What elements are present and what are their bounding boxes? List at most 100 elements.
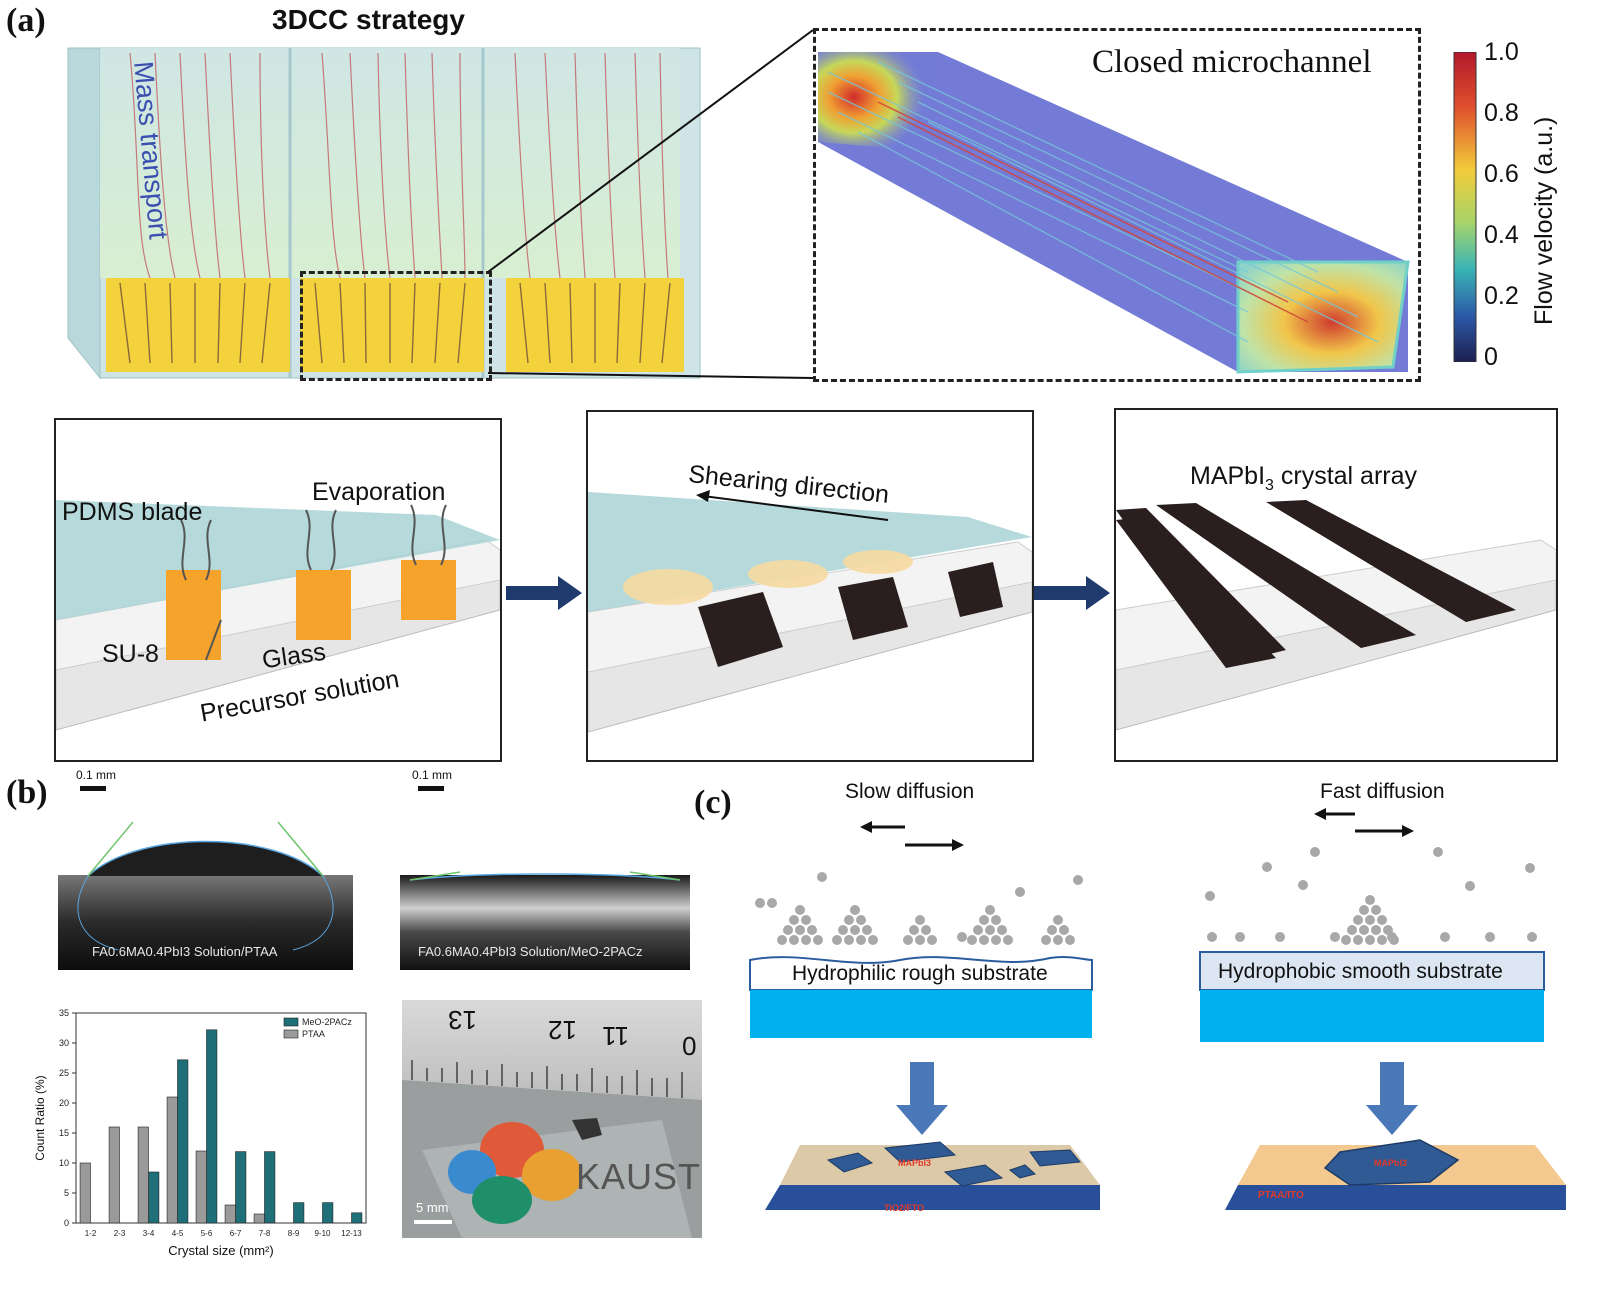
bar-meo-2pacz xyxy=(264,1151,276,1224)
bar-meo-2pacz xyxy=(235,1151,247,1224)
contact-angle-photo-ptaa xyxy=(58,800,353,970)
legend-label: MeO-2PACz xyxy=(302,1017,352,1027)
su8-label: SU-8 xyxy=(102,640,159,668)
colorbar-tick: 1.0 xyxy=(1484,38,1519,66)
y-tick-label: 35 xyxy=(59,1008,69,1018)
crystal-array-post: crystal array xyxy=(1273,462,1418,490)
colorbar-tick: 0.2 xyxy=(1484,282,1519,310)
channel-1-liquid xyxy=(100,48,290,278)
colorbar-tick: 0.4 xyxy=(1484,221,1519,249)
panel-label-c: (c) xyxy=(694,784,732,821)
x-tick-label: 1-2 xyxy=(85,1229,97,1238)
right-substrate-label: PTAA/ITO xyxy=(1258,1190,1304,1201)
hydrophobic-label: Hydrophobic smooth substrate xyxy=(1218,960,1503,983)
scale-right-label: 0.1 mm xyxy=(412,768,453,782)
y-tick-label: 10 xyxy=(59,1158,69,1168)
microchannel-illustration xyxy=(818,52,1410,374)
streamlines xyxy=(129,52,669,279)
slow-diffusion-label: Slow diffusion xyxy=(845,780,975,803)
x-tick-label: 9-10 xyxy=(314,1229,331,1238)
x-tick-label: 8-9 xyxy=(288,1229,300,1238)
step2-illustration xyxy=(587,490,1033,733)
y-tick-label: 20 xyxy=(59,1098,69,1108)
x-tick-label: 12-13 xyxy=(341,1229,362,1238)
step3-illustration xyxy=(1115,500,1557,731)
step1-illustration xyxy=(55,500,501,731)
x-tick-label: 3-4 xyxy=(143,1229,155,1238)
step-arrow-1 xyxy=(506,576,582,610)
scale-left-label: 0.1 mm xyxy=(76,768,117,782)
pdms-blade-label: PDMS blade xyxy=(62,498,203,526)
channel-2-bottom xyxy=(300,278,484,372)
zoom-lines xyxy=(487,29,814,379)
panel-label-a: (a) xyxy=(6,2,46,39)
bar-meo-2pacz xyxy=(206,1029,218,1224)
channel-2-liquid xyxy=(292,48,482,278)
kaust-photo xyxy=(402,1000,702,1238)
contact-angle-photo-meo xyxy=(400,800,690,970)
bar-ptaa xyxy=(224,1204,236,1224)
colorbar xyxy=(1453,52,1477,362)
panel-c-illustration xyxy=(749,808,1566,1210)
evaporation-label: Evaporation xyxy=(312,478,446,506)
y-tick-label: 30 xyxy=(59,1038,69,1048)
crystal-array-sub: 3 xyxy=(1265,477,1274,494)
channel-1-bottom xyxy=(106,278,290,372)
step1-box xyxy=(54,418,502,762)
x-tick-label: 5-6 xyxy=(201,1229,213,1238)
arrows-down xyxy=(119,282,671,364)
step3-box xyxy=(1114,408,1558,762)
precursor-block-2 xyxy=(296,570,351,640)
legend-swatch xyxy=(283,1029,299,1039)
photo-right-caption: FA0.6MA0.4PbI3 Solution/MeO-2PACz xyxy=(418,944,643,959)
bar-ptaa xyxy=(108,1126,120,1224)
x-tick-label: 4-5 xyxy=(172,1229,184,1238)
bar-meo-2pacz xyxy=(148,1171,160,1224)
y-tick-label: 15 xyxy=(59,1128,69,1138)
bar-ptaa xyxy=(137,1126,149,1224)
y-tick-label: 5 xyxy=(64,1188,69,1198)
selection-box xyxy=(300,271,492,381)
panel-a-title: 3DCC strategy xyxy=(272,4,465,35)
ruler-number: 13 xyxy=(448,1005,477,1035)
x-tick-label: 6-7 xyxy=(230,1229,242,1238)
photo-scale-bar xyxy=(414,1220,452,1224)
bar-ptaa xyxy=(79,1162,91,1224)
legend-label: PTAA xyxy=(302,1029,325,1039)
left-crystal-label: MAPbI3 xyxy=(898,1158,932,1168)
ruler-number: 12 xyxy=(548,1015,577,1045)
bar-ptaa xyxy=(166,1096,178,1224)
scale-right-bar xyxy=(418,786,444,791)
x-tick-label: 2-3 xyxy=(114,1229,126,1238)
crystal-array-pre: MAPbI xyxy=(1190,462,1266,490)
bar-ptaa xyxy=(195,1150,207,1224)
precursor-block-1 xyxy=(166,570,221,660)
bar-meo-2pacz xyxy=(322,1202,334,1224)
y-tick-label: 25 xyxy=(59,1068,69,1078)
ruler-number: 0 xyxy=(682,1031,697,1061)
panel-label-b: (b) xyxy=(6,774,48,811)
ruler-number: 11 xyxy=(602,1021,629,1051)
scale-left-bar xyxy=(80,786,106,791)
colorbar-tick: 0.6 xyxy=(1484,160,1519,188)
bar-meo-2pacz xyxy=(177,1059,189,1224)
plot-frame xyxy=(75,1012,367,1224)
hydrophilic-label: Hydrophilic rough substrate xyxy=(792,962,1048,985)
left-substrate-label: TiO2/FTO xyxy=(884,1203,925,1213)
y-axis-label: Count Ratio (%) xyxy=(33,1075,47,1160)
step-arrow-2 xyxy=(1034,576,1110,610)
y-tick-label: 0 xyxy=(64,1218,69,1228)
colorbar-ticks: 1.0 0.8 0.6 0.4 0.2 0 xyxy=(1484,38,1524,378)
photo-left-caption: FA0.6MA0.4PbI3 Solution/PTAA xyxy=(92,944,278,959)
crystal-array-label: MAPbI3 crystal array xyxy=(1190,462,1417,495)
legend-swatch xyxy=(283,1017,299,1027)
channel-block-illustration xyxy=(67,47,701,380)
right-crystal-label: MAPbI3 xyxy=(1374,1158,1408,1168)
fast-diffusion-label: Fast diffusion xyxy=(1320,780,1445,803)
precursor-block-3 xyxy=(401,560,456,620)
colorbar-label: Flow velocity (a.u.) xyxy=(1530,116,1558,325)
step2-box xyxy=(586,410,1034,762)
colorbar-tick: 0.8 xyxy=(1484,99,1519,127)
closed-microchannel-box xyxy=(813,28,1421,382)
